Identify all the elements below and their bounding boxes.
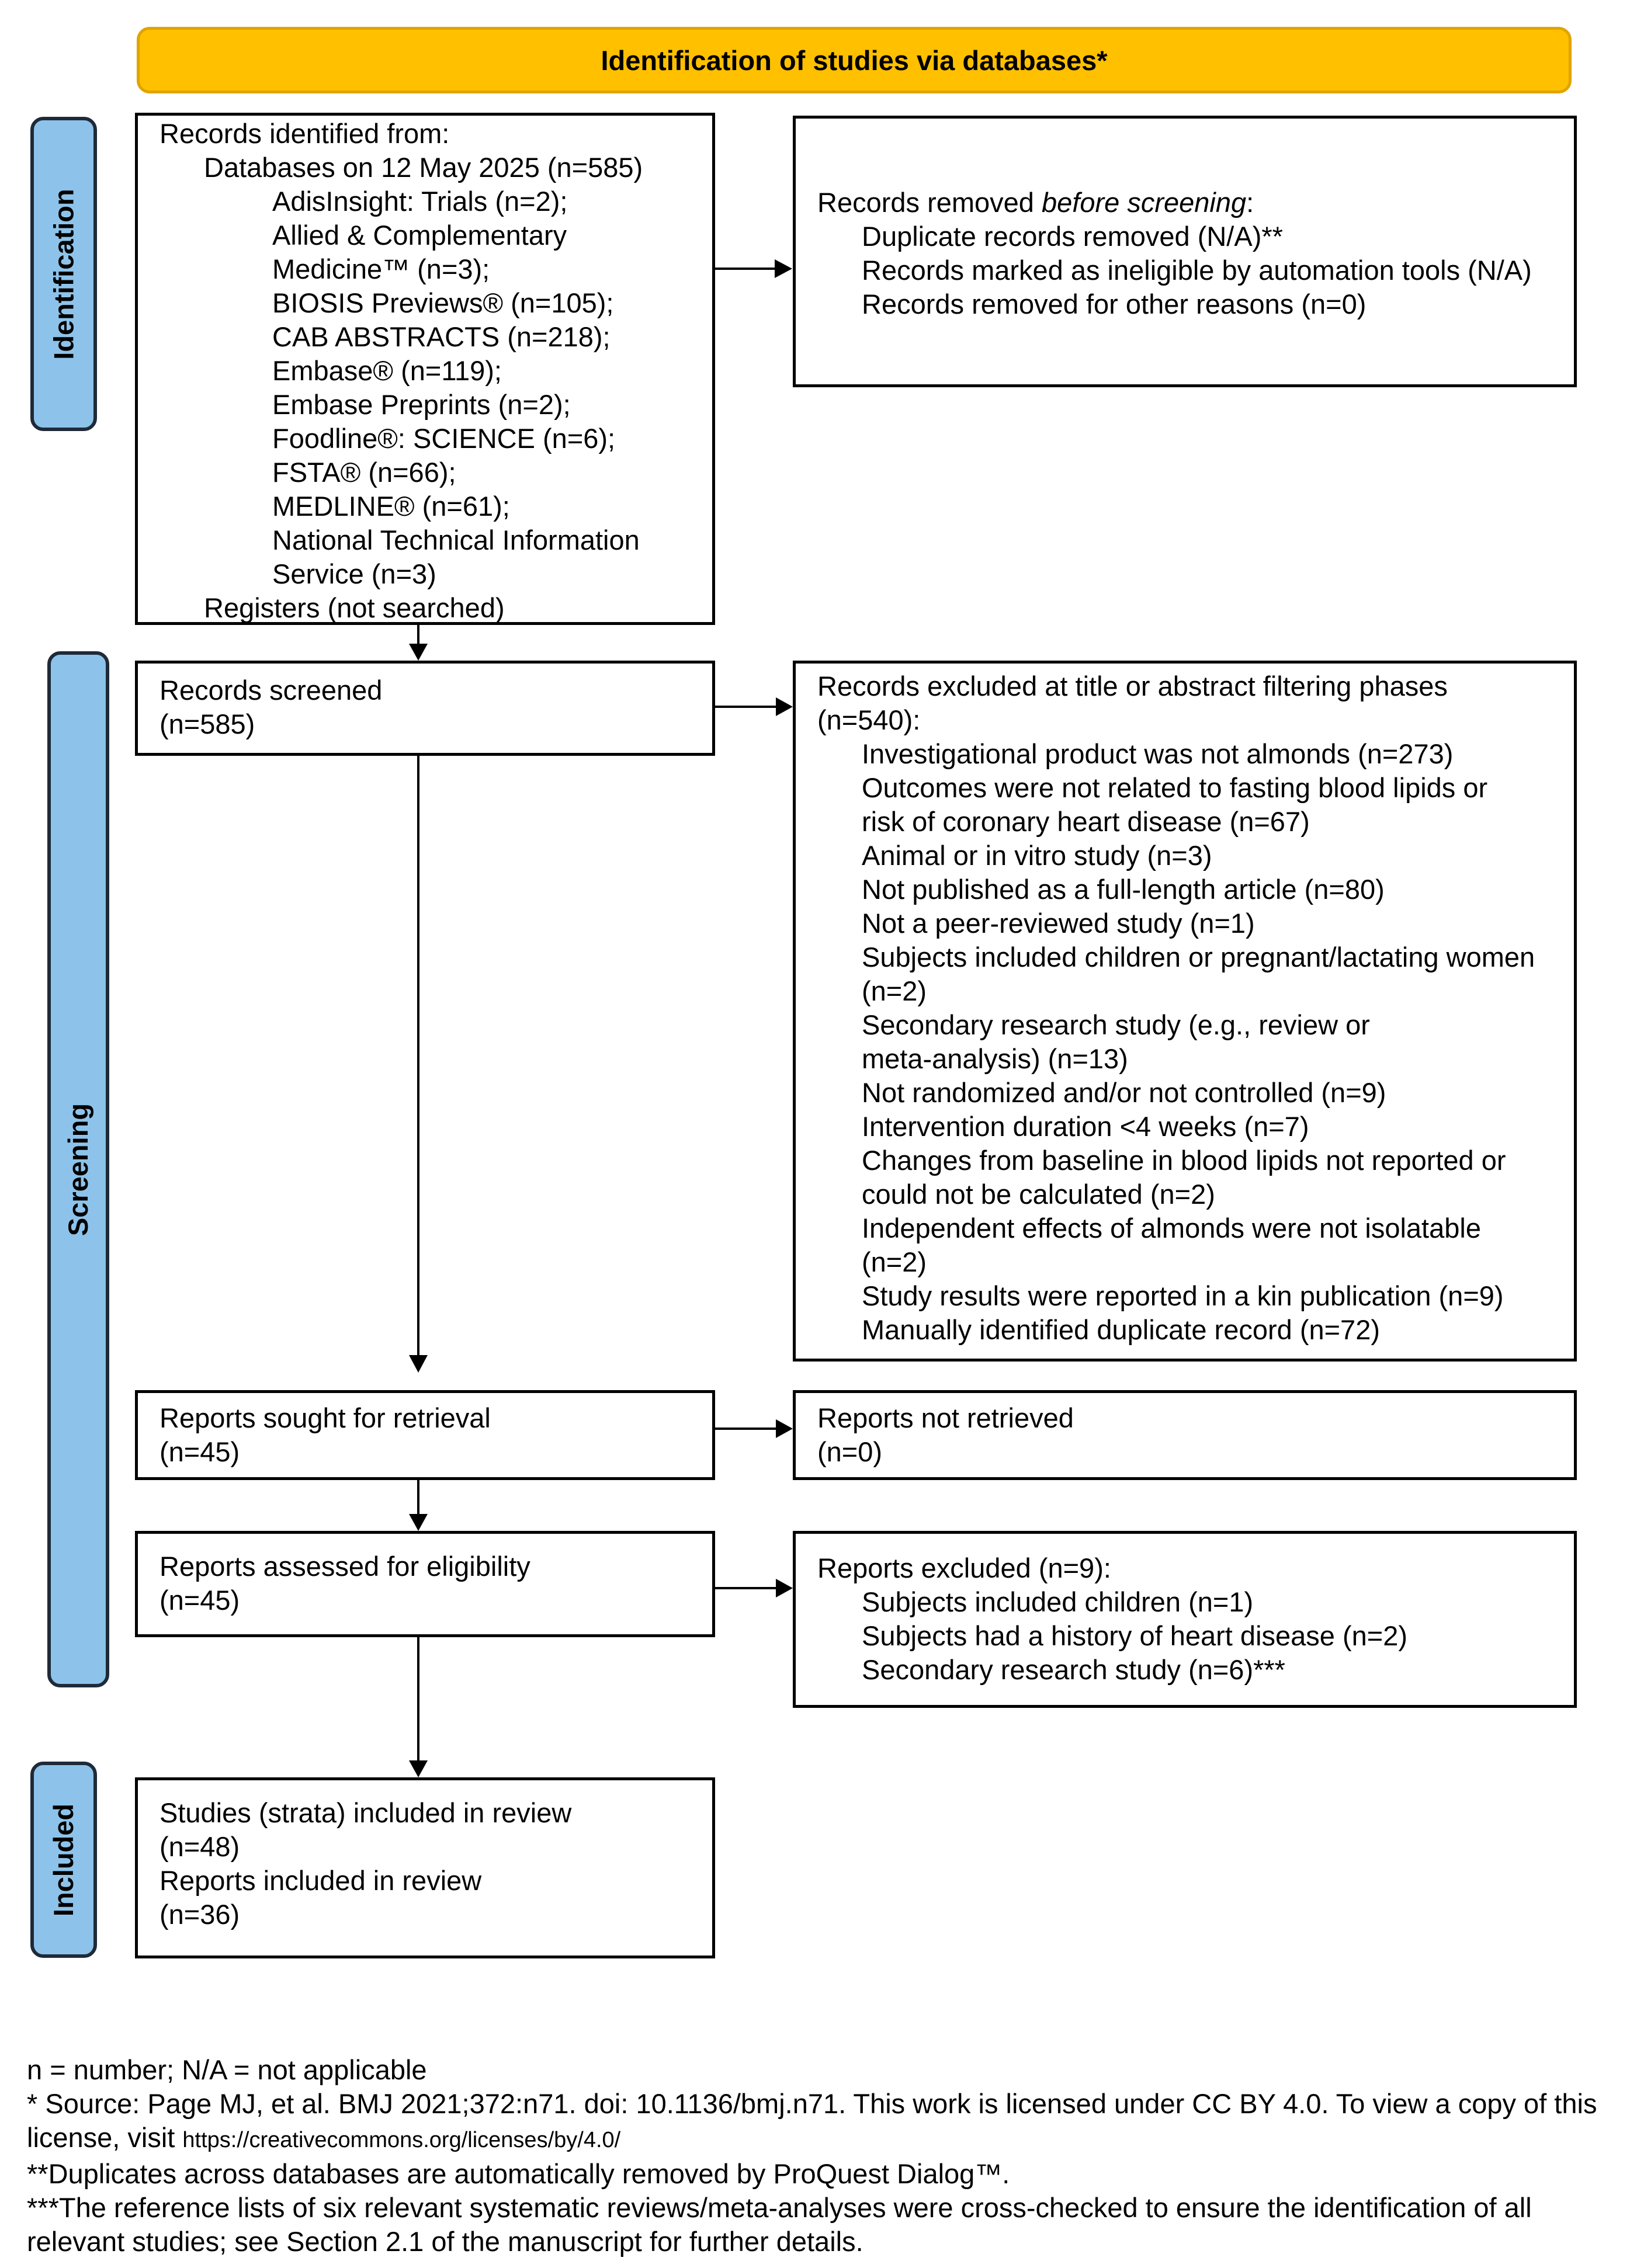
exclusion-reason: Study results were reported in a kin pub… xyxy=(862,1280,1504,1311)
exclusion-reason: (n=2) xyxy=(862,975,927,1006)
exclusion-reason: Investigational product was not almonds … xyxy=(862,738,1454,769)
exclusion-reason: Not randomized and/or not controlled (n=… xyxy=(862,1077,1386,1108)
registers-line: Registers (not searched) xyxy=(204,592,505,623)
reports-not-retrieved-count: (n=0) xyxy=(817,1436,883,1467)
arrowhead xyxy=(409,1355,428,1373)
stage-screening: Screening xyxy=(47,651,109,1687)
exclusion-reason: Independent effects of almonds were not … xyxy=(862,1213,1481,1244)
records-removed-item: Records marked as ineligible by automati… xyxy=(862,255,1532,286)
database-item: BIOSIS Previews® (n=105); xyxy=(272,287,614,318)
reports-included-label: Reports included in review xyxy=(159,1865,482,1896)
reports-not-retrieved-label: Reports not retrieved xyxy=(817,1402,1074,1433)
exclusion-reason: Manually identified duplicate record (n=… xyxy=(862,1314,1380,1345)
database-item: AdisInsight: Trials (n=2); xyxy=(272,186,568,217)
exclusion-reason: could not be calculated (n=2) xyxy=(862,1179,1215,1210)
arrowhead xyxy=(776,1579,793,1597)
arrowhead xyxy=(776,697,793,716)
exclusion-reason: Subjects included children or pregnant/l… xyxy=(862,942,1535,973)
records-identified-heading: Records identified from: xyxy=(159,118,450,149)
footnote-duplicates: **Duplicates across databases are automa… xyxy=(27,2158,1010,2189)
exclusion-reason: Not a peer-reviewed study (n=1) xyxy=(862,908,1255,939)
arrowhead xyxy=(409,644,428,661)
reports-excluded-reason: Subjects had a history of heart disease … xyxy=(862,1620,1408,1651)
exclusion-reason: Changes from baseline in blood lipids no… xyxy=(862,1145,1506,1176)
exclusion-reason: Not published as a full-length article (… xyxy=(862,874,1385,905)
footnotes: n = number; N/A = not applicable * Sourc… xyxy=(27,2053,1616,2259)
records-removed-heading-emphasis: before screening xyxy=(1042,187,1247,218)
box-records-excluded: Records excluded at title or abstract fi… xyxy=(793,661,1577,1362)
records-removed-item: Duplicate records removed (N/A)** xyxy=(862,221,1283,252)
footnote-source: * Source: Page MJ, et al. BMJ 2021;372:n… xyxy=(27,2087,1616,2157)
database-item: MEDLINE® (n=61); xyxy=(272,491,510,522)
records-screened-count: (n=585) xyxy=(159,708,255,739)
studies-included-count: (n=48) xyxy=(159,1831,240,1862)
box-reports-assessed: Reports assessed for eligibility (n=45) xyxy=(135,1531,715,1637)
license-link[interactable]: https://creativecommons.org/licenses/by/… xyxy=(182,2128,621,2152)
studies-included-label: Studies (strata) included in review xyxy=(159,1797,572,1828)
reports-included-count: (n=36) xyxy=(159,1899,240,1930)
databases-heading: Databases on 12 May 2025 (n=585) xyxy=(204,152,643,183)
exclusion-reason: Secondary research study (e.g., review o… xyxy=(862,1009,1370,1040)
database-item: National Technical Information xyxy=(272,525,640,555)
exclusion-reason: Animal or in vitro study (n=3) xyxy=(862,840,1212,871)
arrowhead xyxy=(409,1760,428,1777)
footnote-source-text: * Source: Page MJ, et al. BMJ 2021;372:n… xyxy=(27,2088,1597,2153)
arrowhead xyxy=(409,1514,428,1531)
reports-excluded-reason: Subjects included children (n=1) xyxy=(862,1586,1254,1617)
exclusion-reason: Outcomes were not related to fasting blo… xyxy=(862,772,1488,803)
box-records-removed: Records removed before screening: Duplic… xyxy=(793,116,1577,387)
exclusion-reason: Intervention duration <4 weeks (n=7) xyxy=(862,1111,1309,1142)
arrowhead xyxy=(776,1419,793,1438)
header-title: Identification of studies via databases* xyxy=(601,44,1108,76)
exclusion-reason: (n=2) xyxy=(862,1246,927,1277)
database-item: CAB ABSTRACTS (n=218); xyxy=(272,321,611,352)
box-records-screened: Records screened (n=585) xyxy=(135,661,715,756)
records-screened-label: Records screened xyxy=(159,675,383,706)
box-reports-not-retrieved: Reports not retrieved (n=0) xyxy=(793,1390,1577,1480)
records-excluded-heading: Records excluded at title or abstract fi… xyxy=(817,671,1448,701)
records-removed-item: Records removed for other reasons (n=0) xyxy=(862,289,1367,319)
records-removed-heading: Records removed before screening: xyxy=(817,186,1556,220)
reports-sought-count: (n=45) xyxy=(159,1436,240,1467)
stage-identification: Identification xyxy=(30,117,97,431)
stage-included: Included xyxy=(30,1762,97,1958)
database-item: Allied & Complementary xyxy=(272,220,567,251)
database-item: Embase Preprints (n=2); xyxy=(272,389,571,420)
exclusion-reason: risk of coronary heart disease (n=67) xyxy=(862,806,1310,837)
records-removed-heading-suffix: : xyxy=(1246,187,1254,218)
box-reports-sought: Reports sought for retrieval (n=45) xyxy=(135,1390,715,1480)
arrowhead xyxy=(775,259,792,278)
database-item: Foodline®: SCIENCE (n=6); xyxy=(272,423,616,454)
database-item: Service (n=3) xyxy=(272,558,436,589)
reports-assessed-count: (n=45) xyxy=(159,1585,240,1616)
records-removed-heading-prefix: Records removed xyxy=(817,187,1042,218)
database-item: Medicine™ (n=3); xyxy=(272,253,490,284)
footnote-references: ***The reference lists of six relevant s… xyxy=(27,2192,1532,2257)
database-item: FSTA® (n=66); xyxy=(272,457,456,488)
reports-assessed-label: Reports assessed for eligibility xyxy=(159,1551,530,1582)
box-reports-excluded: Reports excluded (n=9): Subjects include… xyxy=(793,1531,1577,1708)
reports-sought-label: Reports sought for retrieval xyxy=(159,1402,491,1433)
reports-excluded-heading: Reports excluded (n=9): xyxy=(817,1552,1111,1583)
footnote-abbreviations: n = number; N/A = not applicable xyxy=(27,2054,427,2085)
box-records-identified: Records identified from: Databases on 12… xyxy=(135,113,715,625)
records-excluded-count: (n=540): xyxy=(817,704,921,735)
exclusion-reason: meta-analysis) (n=13) xyxy=(862,1043,1128,1074)
box-included: Studies (strata) included in review (n=4… xyxy=(135,1777,715,1958)
header-identification-via-databases: Identification of studies via databases* xyxy=(137,27,1572,93)
reports-excluded-reason: Secondary research study (n=6)*** xyxy=(862,1654,1285,1685)
database-item: Embase® (n=119); xyxy=(272,355,502,386)
